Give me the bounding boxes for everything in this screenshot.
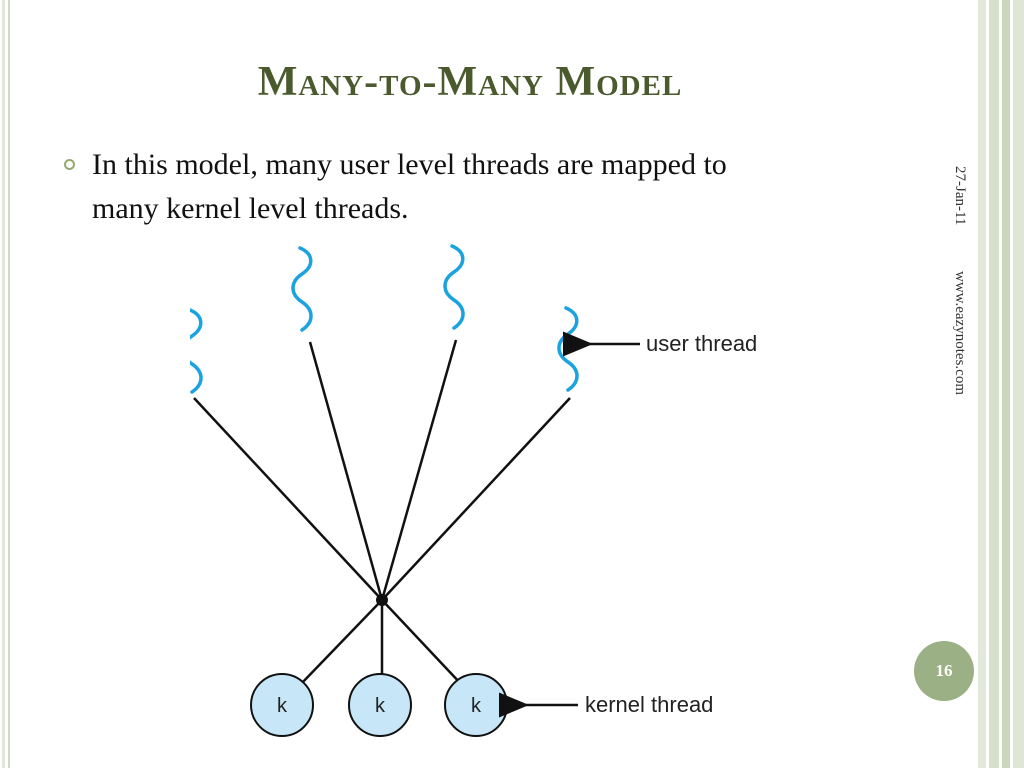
kernel-thread-2: k xyxy=(348,673,412,737)
kernel-connector-3 xyxy=(381,599,463,686)
user-thread-label: user thread xyxy=(646,331,757,356)
kernel-thread-1: k xyxy=(250,673,314,737)
kernel-thread-text: kernel thread xyxy=(585,692,713,717)
slide-date: 27-Jan-11 xyxy=(952,166,968,226)
junction-to-kernel-lines xyxy=(299,599,463,686)
connector-line-2 xyxy=(308,341,384,601)
left-border-decoration xyxy=(0,0,10,768)
user-thread-2 xyxy=(291,246,313,332)
user-thread-4 xyxy=(557,306,579,392)
bullet-text: In this model, many user level threads a… xyxy=(92,148,727,225)
user-to-junction-lines xyxy=(193,339,571,601)
user-thread-1 xyxy=(190,308,203,394)
connector-line-3 xyxy=(380,339,458,601)
slide-title: Many-to-Many Model xyxy=(257,59,683,105)
page-number-badge: 16 xyxy=(914,641,974,701)
kernel-threads: k k k xyxy=(250,673,508,737)
user-threads xyxy=(190,244,579,394)
user-thread-3 xyxy=(443,244,465,330)
kernel-thread-label: k xyxy=(277,695,288,717)
slide-website: www.eazynotes.com xyxy=(952,271,968,395)
kernel-connector-1 xyxy=(299,599,383,686)
connector-line-1 xyxy=(193,397,383,601)
kernel-thread-3: k xyxy=(444,673,508,737)
bullet-icon xyxy=(64,159,75,170)
right-border-decoration xyxy=(978,0,1024,768)
connector-line-4 xyxy=(381,397,571,601)
kernel-thread-label: k xyxy=(471,695,482,717)
many-to-many-diagram: user thread k k k kernel thread xyxy=(190,244,757,737)
kernel-thread-label: k xyxy=(375,695,386,717)
